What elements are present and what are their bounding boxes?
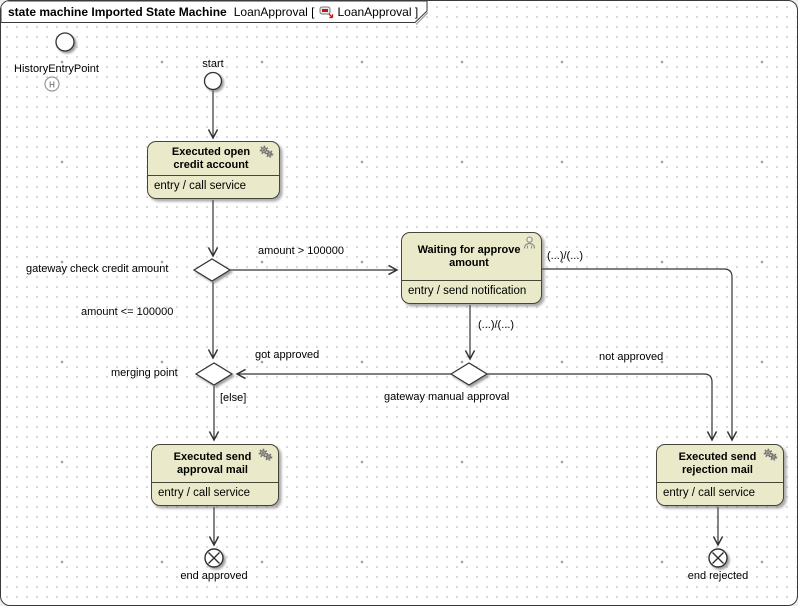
label-end-rejected: end rejected (687, 570, 749, 582)
label-amount-le-100000: amount <= 100000 (81, 306, 174, 318)
label-amount-gt-100000: amount > 100000 (258, 245, 344, 257)
state-entry-activity: entry / call service (152, 482, 278, 505)
history-icon[interactable]: H (44, 76, 60, 92)
frame-keyword-title: state machine Imported State Machine (8, 5, 227, 19)
state-entry-activity: entry / call service (148, 175, 279, 198)
state-title: Waiting for approve amount (417, 243, 521, 269)
terminate-end-approved[interactable] (204, 548, 224, 568)
label-history-entry-point: HistoryEntryPoint (14, 63, 99, 75)
label-effect-right: (...)/(...) (547, 250, 584, 262)
label-not-approved: not approved (599, 351, 664, 363)
frame-ref-name: LoanApproval ] (337, 5, 419, 19)
label-gateway-manual-approval: gateway manual approval (384, 391, 510, 403)
label-end-approved: end approved (180, 570, 248, 582)
gears-icon (762, 448, 779, 462)
state-title: Executed send approval mail (173, 450, 252, 476)
state-send-rejection-mail[interactable]: Executed send rejection mail entry / cal… (656, 444, 784, 506)
choice-gateway-check-credit-amount[interactable] (192, 258, 232, 282)
frame-label-tab (1, 1, 428, 23)
state-open-credit-account[interactable]: Executed open credit account entry / cal… (147, 141, 280, 199)
label-merging-point: merging point (111, 367, 178, 379)
state-waiting-for-approve-amount[interactable]: Waiting for approve amount entry / send … (401, 232, 542, 304)
label-effect-down: (...)/(...) (478, 319, 515, 331)
state-entry-activity: entry / call service (657, 482, 783, 505)
frame-label: state machine Imported State Machine Loa… (1, 1, 428, 23)
gears-icon (258, 145, 275, 159)
choice-gateway-manual-approval[interactable] (449, 362, 489, 386)
state-entry-activity: entry / send notification (402, 280, 541, 303)
initial-state-start[interactable] (203, 71, 223, 91)
transition-gateway-manual-to-rejection-mail[interactable] (487, 373, 718, 442)
label-gateway-check-credit-amount: gateway check credit amount (26, 263, 169, 275)
junction-merging-point[interactable] (194, 362, 234, 386)
svg-text:H: H (49, 81, 55, 90)
frame-name: LoanApproval [ (233, 5, 315, 19)
statemachine-icon (319, 6, 334, 19)
state-title: Executed open credit account (171, 145, 251, 171)
terminate-end-rejected[interactable] (708, 548, 728, 568)
state-title: Executed send rejection mail (678, 450, 757, 476)
gears-icon (257, 448, 274, 462)
label-else-guard: [else] (220, 392, 247, 404)
person-icon (522, 236, 537, 250)
frame-label-tab-shadow (415, 12, 429, 25)
entry-point-history[interactable] (55, 32, 75, 52)
transition-waiting-to-rejection-mail[interactable] (541, 268, 738, 442)
label-start: start (202, 58, 224, 70)
state-send-approval-mail[interactable]: Executed send approval mail entry / call… (151, 444, 279, 506)
label-got-approved: got approved (255, 349, 320, 361)
